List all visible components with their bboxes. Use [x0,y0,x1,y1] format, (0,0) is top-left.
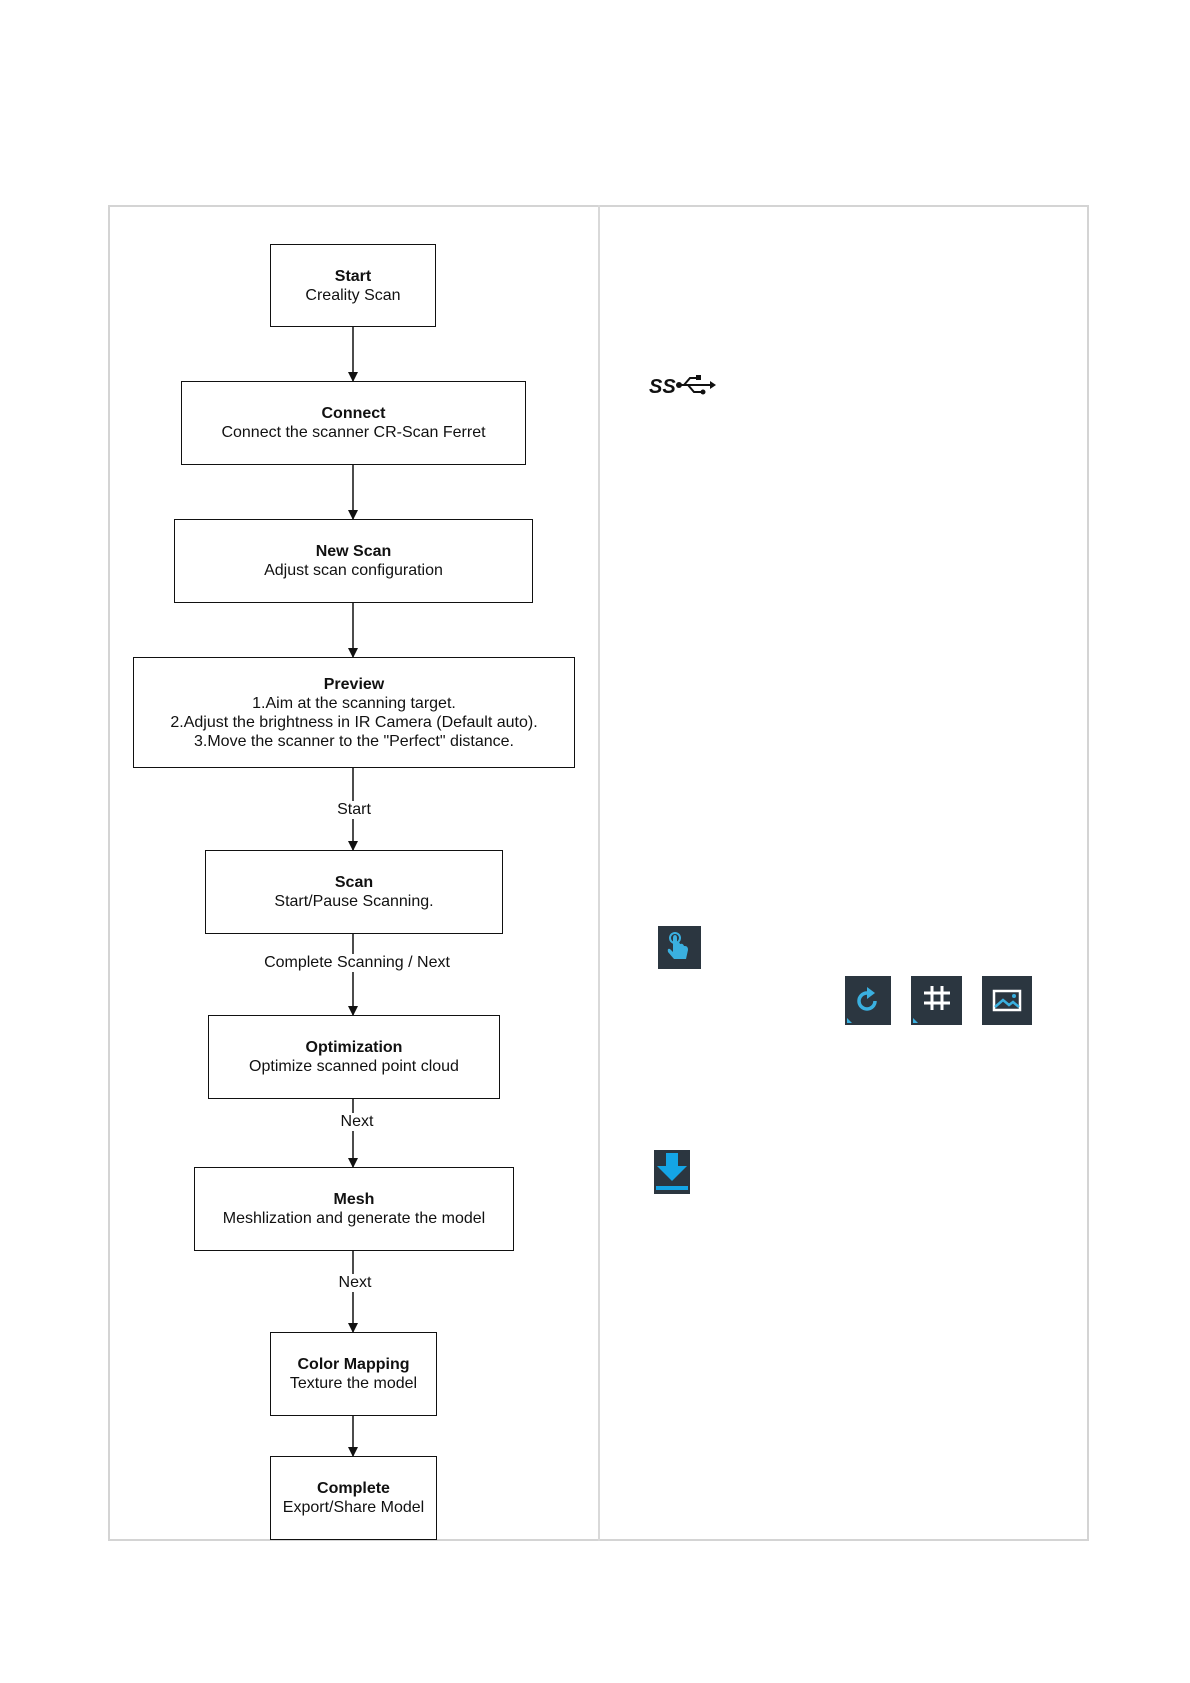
step-optimization: Optimization Optimize scanned point clou… [208,1015,500,1099]
step-start-desc: Creality Scan [305,286,401,304]
step-scan: Scan Start/Pause Scanning. [205,850,503,934]
step-complete-title: Complete [317,1480,390,1497]
touch-hand-icon [658,926,701,969]
step-color-mapping-desc: Texture the model [289,1375,418,1392]
step-connect-title: Connect [321,405,386,422]
edge-label-next-1: Next [338,1113,376,1131]
column-divider [598,205,600,1541]
usb-superspeed-icon: SS [648,372,716,400]
step-mesh: Mesh Meshlization and generate the model [194,1167,514,1251]
download-icon [654,1150,690,1194]
step-start-title: Start [334,267,372,285]
step-new-scan: New Scan Adjust scan configuration [174,519,533,603]
step-connect: Connect Connect the scanner CR-Scan Ferr… [181,381,526,465]
edge-label-next-2: Next [336,1274,374,1292]
step-preview-line-1: 1.Aim at the scanning target. [252,694,456,712]
step-mesh-title: Mesh [333,1191,375,1208]
step-optimization-title: Optimization [305,1039,403,1056]
step-preview-line-3: 3.Move the scanner to the "Perfect" dist… [194,732,514,750]
step-mesh-desc: Meshlization and generate the model [222,1210,486,1227]
step-optimization-desc: Optimize scanned point cloud [249,1058,459,1075]
step-color-mapping-title: Color Mapping [297,1356,410,1373]
step-preview-title: Preview [323,675,385,693]
step-complete-desc: Export/Share Model [282,1499,425,1516]
step-start: Start Creality Scan [270,244,436,327]
image-icon [982,976,1032,1025]
step-color-mapping: Color Mapping Texture the model [270,1332,437,1416]
step-scan-title: Scan [334,874,374,891]
step-new-scan-desc: Adjust scan configuration [264,562,443,579]
step-connect-desc: Connect the scanner CR-Scan Ferret [221,424,486,441]
undo-icon [845,976,891,1025]
step-preview: Preview 1.Aim at the scanning target. 2.… [133,657,575,768]
edge-label-complete-scanning: Complete Scanning / Next [262,954,452,972]
grid-icon [911,976,962,1025]
step-preview-line-2: 2.Adjust the brightness in IR Camera (De… [170,713,538,731]
step-scan-desc: Start/Pause Scanning. [274,893,434,910]
step-complete: Complete Export/Share Model [270,1456,437,1540]
edge-label-start: Start [335,801,373,819]
step-new-scan-title: New Scan [315,543,392,560]
usb-ss-text: SS [649,376,676,398]
